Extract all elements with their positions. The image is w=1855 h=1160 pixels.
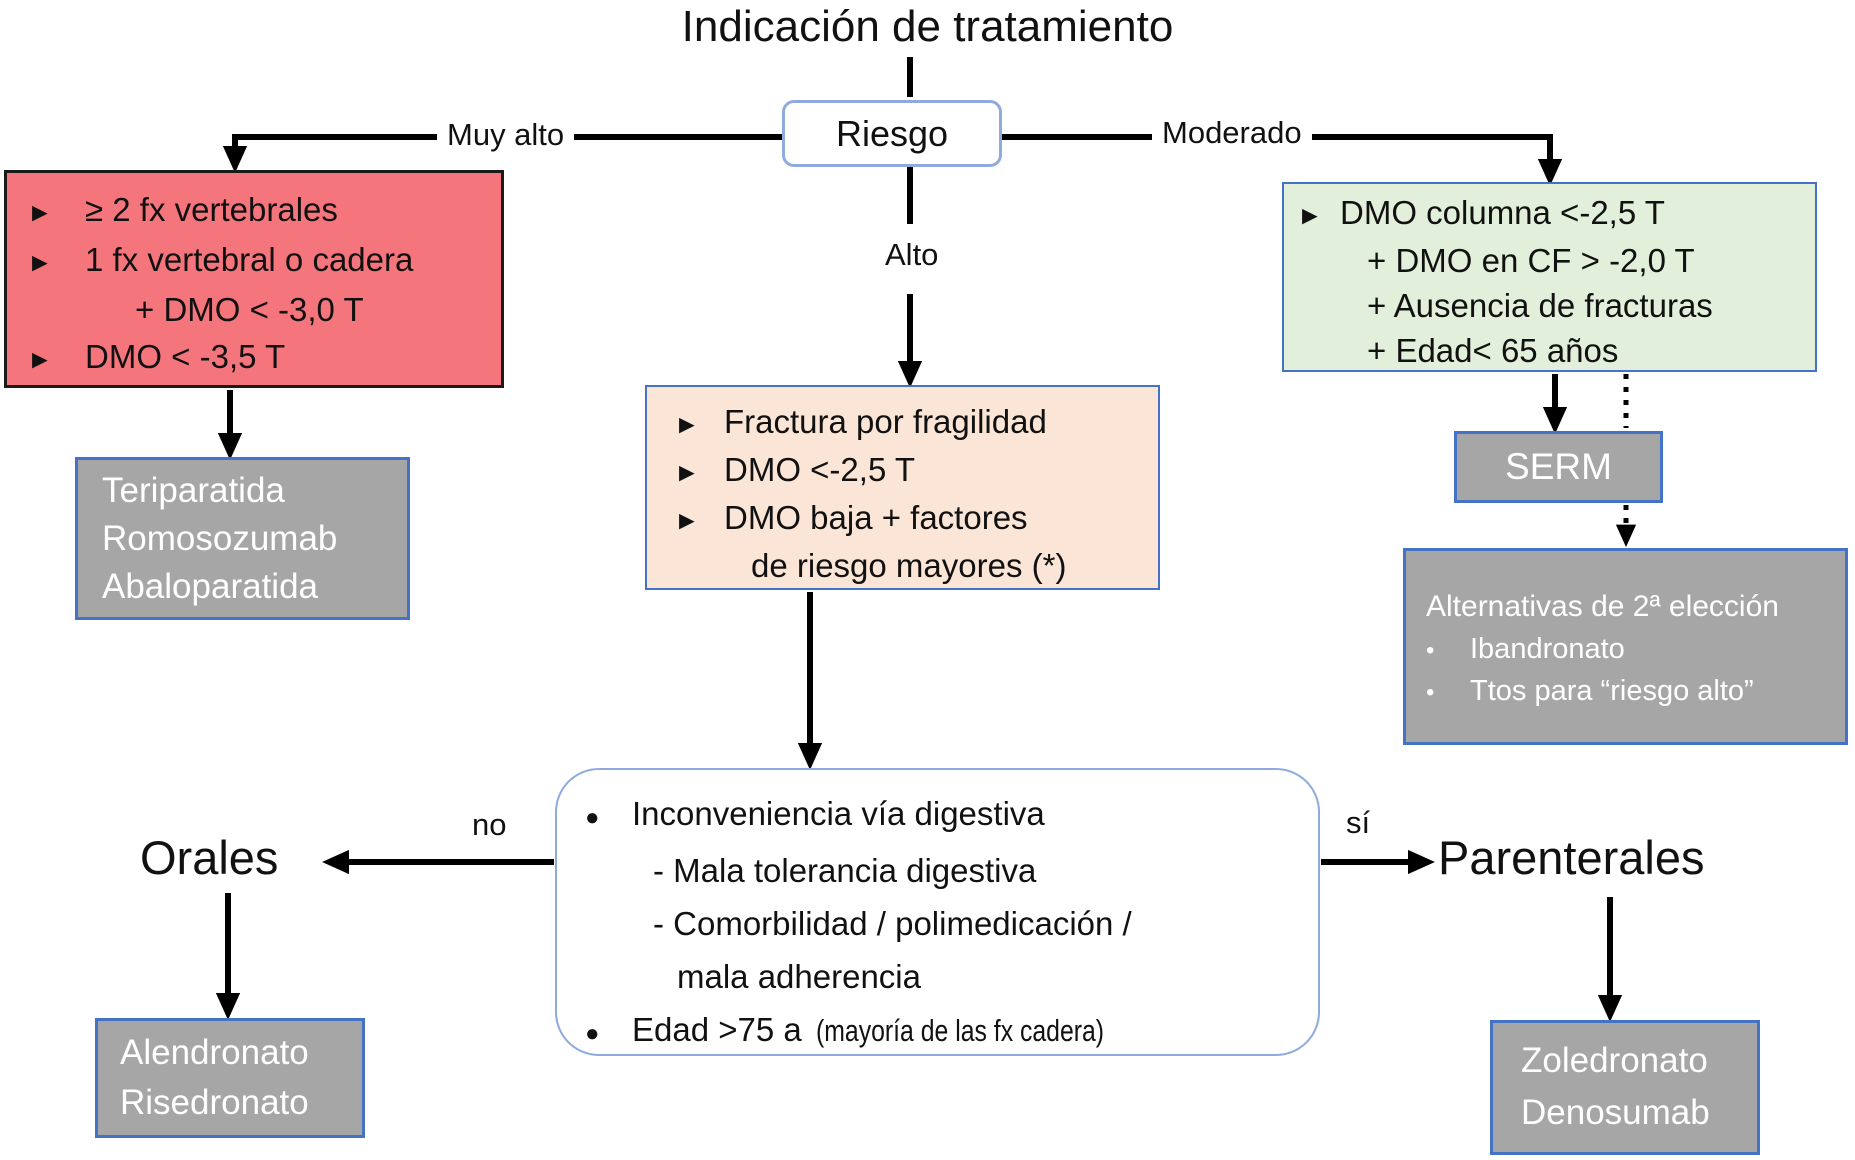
triangle-bullet-icon: ► <box>674 409 700 439</box>
criteria-line: + DMO en CF > -2,0 T <box>1284 238 1815 283</box>
alternatives-title: Alternativas de 2ª elección <box>1426 590 1779 623</box>
arrow-risk-very-high <box>222 134 782 173</box>
criteria-line: ► DMO columna <-2,5 T <box>1284 190 1815 238</box>
decision-text: Edad >75 a <box>632 1011 802 1048</box>
triangle-bullet-icon: ► <box>27 197 53 227</box>
treatment-name: Romosozumab <box>102 519 338 558</box>
criteria-line: ► DMO baja + factores <box>647 495 1158 543</box>
treatment-name: Risedronato <box>120 1083 309 1122</box>
criteria-line: ► ≥ 2 fx vertebrales <box>7 186 501 236</box>
criteria-line: ► Fractura por fragilidad <box>647 399 1158 447</box>
branch-label-yes: sí <box>1336 803 1381 843</box>
treatment-name: Denosumab <box>1521 1093 1710 1132</box>
criteria-line: + Edad< 65 años <box>1284 328 1815 373</box>
criteria-text: DMO < -3,5 T <box>85 338 286 375</box>
criteria-text: + DMO en CF > -2,0 T <box>1367 242 1695 279</box>
route-decision-box: ● Inconveniencia vía digestiva - Mala to… <box>555 768 1320 1056</box>
criteria-text: DMO columna <-2,5 T <box>1340 194 1665 231</box>
dot-bullet-icon: • <box>1426 679 1435 706</box>
branch-label-moderate: Moderado <box>1152 113 1312 153</box>
orales-label: Orales <box>140 831 279 884</box>
decision-text: - Comorbilidad / polimedicación / <box>653 905 1132 942</box>
very-high-risk-criteria-box: ► ≥ 2 fx vertebrales ► 1 fx vertebral o … <box>4 170 504 388</box>
parenteral-treatments-box: Zoledronato Denosumab <box>1490 1020 1760 1155</box>
criteria-text: Fractura por fragilidad <box>724 403 1047 440</box>
branch-label-high: Alto <box>875 235 949 275</box>
high-risk-criteria-box: ► Fractura por fragilidad ► DMO <-2,5 T … <box>645 385 1160 590</box>
dot-bullet-icon: ● <box>585 804 600 831</box>
treatment-name: Alendronato <box>120 1033 309 1072</box>
alternative-item: • Ttos para “riesgo alto” <box>1426 671 1845 713</box>
triangle-bullet-icon: ► <box>674 505 700 535</box>
decision-line: ● Inconveniencia vía digestiva <box>585 787 1318 844</box>
decision-line: - Mala tolerancia digestiva <box>585 844 1318 897</box>
criteria-text: de riesgo mayores (*) <box>751 547 1067 584</box>
decision-note: (mayoría de las fx cadera) <box>815 1013 1104 1048</box>
decision-line: - Comorbilidad / polimedicación / <box>585 897 1318 950</box>
treatment-name: Abaloparatida <box>102 567 318 606</box>
treatment-name: Teriparatida <box>102 471 285 510</box>
risk-node: Riesgo <box>782 100 1002 167</box>
dot-bullet-icon: ● <box>585 1020 600 1047</box>
triangle-bullet-icon: ► <box>674 457 700 487</box>
criteria-text: DMO <-2,5 T <box>724 451 916 488</box>
serm-label: SERM <box>1505 446 1612 487</box>
parenterales-label: Parenterales <box>1438 831 1705 884</box>
criteria-line: ► 1 fx vertebral o cadera <box>7 236 501 286</box>
criteria-line: ► DMO < -3,5 T <box>7 333 501 383</box>
decision-text: mala adherencia <box>677 958 921 995</box>
decision-line: mala adherencia <box>585 950 1318 1003</box>
criteria-text: + DMO < -3,0 T <box>135 291 364 328</box>
triangle-bullet-icon: ► <box>1297 200 1323 230</box>
page-title: Indicación de tratamiento <box>681 2 1174 51</box>
alternative-item: • Ibandronato <box>1426 629 1845 671</box>
moderate-risk-criteria-box: ► DMO columna <-2,5 T + DMO en CF > -2,0… <box>1282 182 1817 372</box>
alternative-text: Ibandronato <box>1470 633 1625 665</box>
criteria-line: + DMO < -3,0 T <box>7 286 501 333</box>
treatment-name: Zoledronato <box>1521 1041 1708 1080</box>
second-choice-alternatives-box: Alternativas de 2ª elección • Ibandronat… <box>1403 548 1848 745</box>
criteria-text: DMO baja + factores <box>724 499 1028 536</box>
oral-treatments-box: Alendronato Risedronato <box>95 1018 365 1138</box>
alternative-text: Ttos para “riesgo alto” <box>1470 675 1754 707</box>
serm-box: SERM <box>1454 431 1663 503</box>
branch-label-no: no <box>462 805 517 845</box>
criteria-line: ► DMO <-2,5 T <box>647 447 1158 495</box>
criteria-text: + Edad< 65 años <box>1367 332 1619 369</box>
dot-bullet-icon: • <box>1426 637 1435 664</box>
decision-text: Inconveniencia vía digestiva <box>632 795 1045 832</box>
criteria-text: 1 fx vertebral o cadera <box>85 241 414 278</box>
triangle-bullet-icon: ► <box>27 344 53 374</box>
criteria-line: de riesgo mayores (*) <box>647 543 1158 589</box>
triangle-bullet-icon: ► <box>27 247 53 277</box>
branch-label-very-high: Muy alto <box>437 115 575 155</box>
risk-node-label: Riesgo <box>835 112 949 154</box>
very-high-treatments-box: Teriparatida Romosozumab Abaloparatida <box>75 457 410 620</box>
criteria-text: + Ausencia de fracturas <box>1367 287 1713 324</box>
criteria-text: ≥ 2 fx vertebrales <box>85 191 338 228</box>
decision-text: - Mala tolerancia digestiva <box>653 852 1037 889</box>
criteria-line: + Ausencia de fracturas <box>1284 283 1815 328</box>
decision-line: ● Edad >75 a (mayoría de las fx cadera) <box>585 1003 1318 1060</box>
